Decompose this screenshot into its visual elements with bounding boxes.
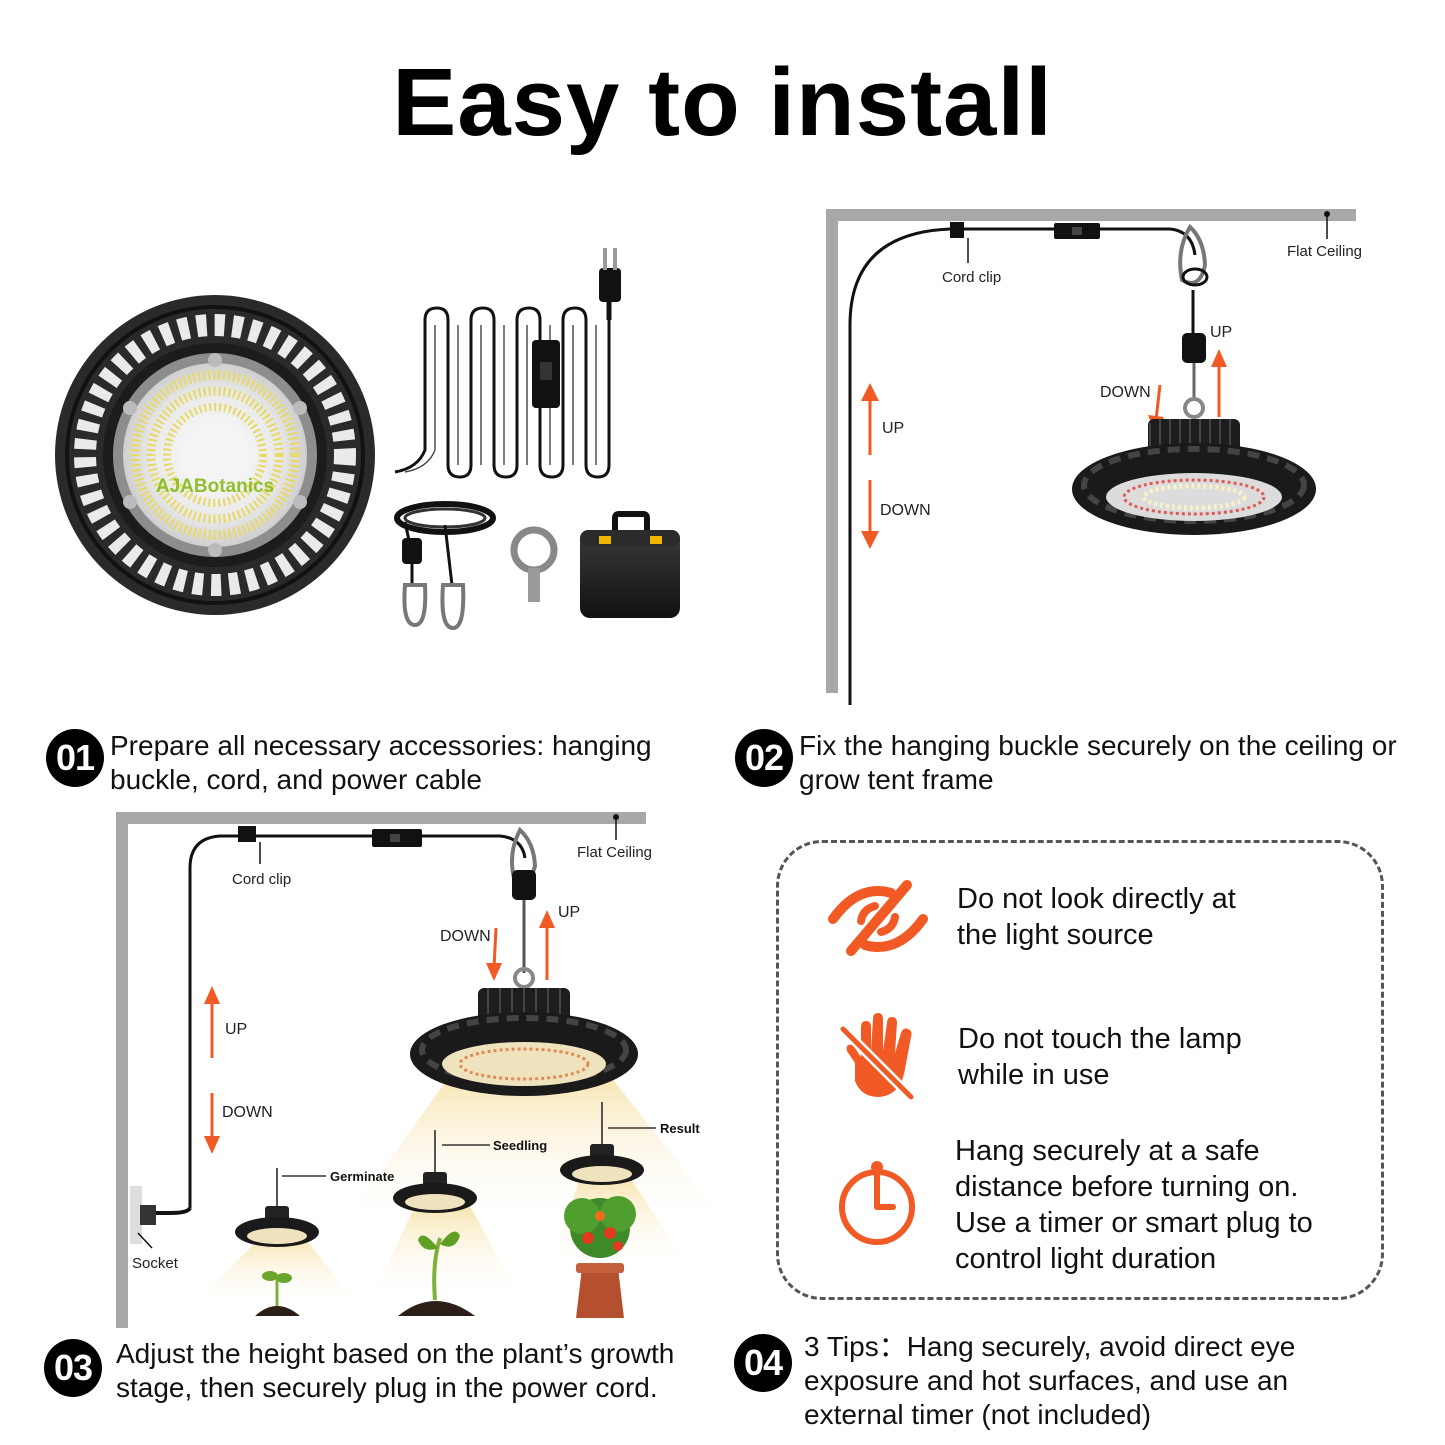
step-number-badge: 02: [735, 729, 793, 787]
label-rope-down: DOWN: [440, 928, 491, 945]
power-cable: [394, 300, 612, 479]
accessories-illustration: AJABotanics: [55, 248, 680, 630]
step-text: Fix the hanging buckle securely on the c…: [799, 730, 1397, 795]
label-flat-ceiling: Flat Ceiling: [1287, 243, 1362, 260]
cord-up-arrow: [861, 383, 879, 455]
ufo-grow-light: [1072, 419, 1316, 535]
rope-up-arrow: [1211, 349, 1227, 417]
cord-down-arrow: [204, 1093, 220, 1154]
label-flat-ceiling: Flat Ceiling: [577, 844, 652, 861]
eye-crossed-icon: [828, 880, 928, 956]
rope-up-arrow: [539, 910, 555, 980]
label-up: UP: [882, 420, 904, 437]
label-down: DOWN: [880, 502, 931, 519]
growth-stage-diagram: Cord clip Flat Ceiling UP DOWN Socket UP…: [116, 812, 730, 1328]
power-cord: [188, 834, 527, 1208]
step-number-badge: 01: [46, 729, 104, 787]
power-plug-icon: [599, 248, 621, 302]
label-cord-clip: Cord clip: [232, 871, 291, 888]
rope-down-arrow: [486, 927, 502, 981]
step-03: 03 Adjust the height based on the plant’…: [44, 1337, 724, 1405]
carabiner: [1178, 223, 1208, 285]
plant-result: [564, 1196, 636, 1318]
ceiling-hanging-diagram: Cord clip Flat Ceiling UP DOWN UP DOWN: [826, 209, 1362, 705]
label-stage-seedling: Seedling: [493, 1138, 547, 1153]
step-text: Prepare all necessary accessories: hangi…: [110, 730, 652, 795]
grow-light-top-view: AJABotanics: [55, 295, 375, 615]
label-rope-down: DOWN: [1100, 384, 1151, 401]
lamp-seedling: [393, 1130, 477, 1213]
rope-ratchet: [512, 870, 536, 900]
label-down: DOWN: [222, 1104, 273, 1121]
grow-tent-frame: [116, 812, 646, 1328]
label-rope-up: UP: [1210, 324, 1232, 341]
label-up: UP: [225, 1021, 247, 1038]
plant-germinate: [255, 1271, 300, 1316]
step-number-badge: 03: [44, 1339, 102, 1397]
power-cord: [848, 227, 1197, 705]
step-01: 01 Prepare all necessary accessories: ha…: [46, 729, 696, 797]
cord-down-arrow: [861, 480, 879, 549]
page-title: Easy to install: [392, 49, 1053, 156]
label-stage-result: Result: [660, 1121, 700, 1136]
step-number-badge: 04: [734, 1334, 792, 1392]
tip-text: Hang securely at a safe distance before …: [955, 1135, 1313, 1275]
step-text: 3 Tips：Hang securely, avoid direct eye e…: [804, 1331, 1296, 1430]
cord-clip: [238, 826, 256, 842]
wall-socket: [130, 1186, 142, 1244]
brand-logo-text: AJABotanics: [156, 476, 274, 497]
step-02: 02 Fix the hanging buckle securely on th…: [735, 729, 1415, 797]
timer-icon: [839, 1161, 915, 1245]
cord-up-arrow: [204, 986, 220, 1058]
lamp-germinate: [235, 1168, 319, 1247]
safety-tips-box: Do not look directly at the light source…: [776, 840, 1384, 1300]
step-04: 04 3 Tips：Hang securely, avoid direct ey…: [734, 1330, 1414, 1432]
plant-seedling: [398, 1231, 475, 1316]
rope-ratchet: [1182, 333, 1206, 363]
eye-bolt-icon: [510, 526, 558, 602]
carry-case-icon: [580, 511, 680, 618]
tip-text: Do not touch the lamp while in use: [958, 1023, 1242, 1091]
label-cord-clip: Cord clip: [942, 269, 1001, 286]
step-text: Adjust the height based on the plant’s g…: [116, 1338, 675, 1403]
grow-tent-frame: [826, 209, 1356, 693]
cord-clip: [950, 222, 964, 238]
hand-crossed-icon: [838, 1013, 916, 1102]
rope-ratchet-hanger: [394, 501, 496, 630]
label-socket: Socket: [132, 1255, 179, 1272]
ufo-grow-light: [410, 988, 638, 1096]
label-rope-up: UP: [558, 904, 580, 921]
tip-text: Do not look directly at the light source: [957, 883, 1236, 951]
label-stage-germinate: Germinate: [330, 1169, 394, 1184]
lamp-result: [560, 1102, 644, 1185]
